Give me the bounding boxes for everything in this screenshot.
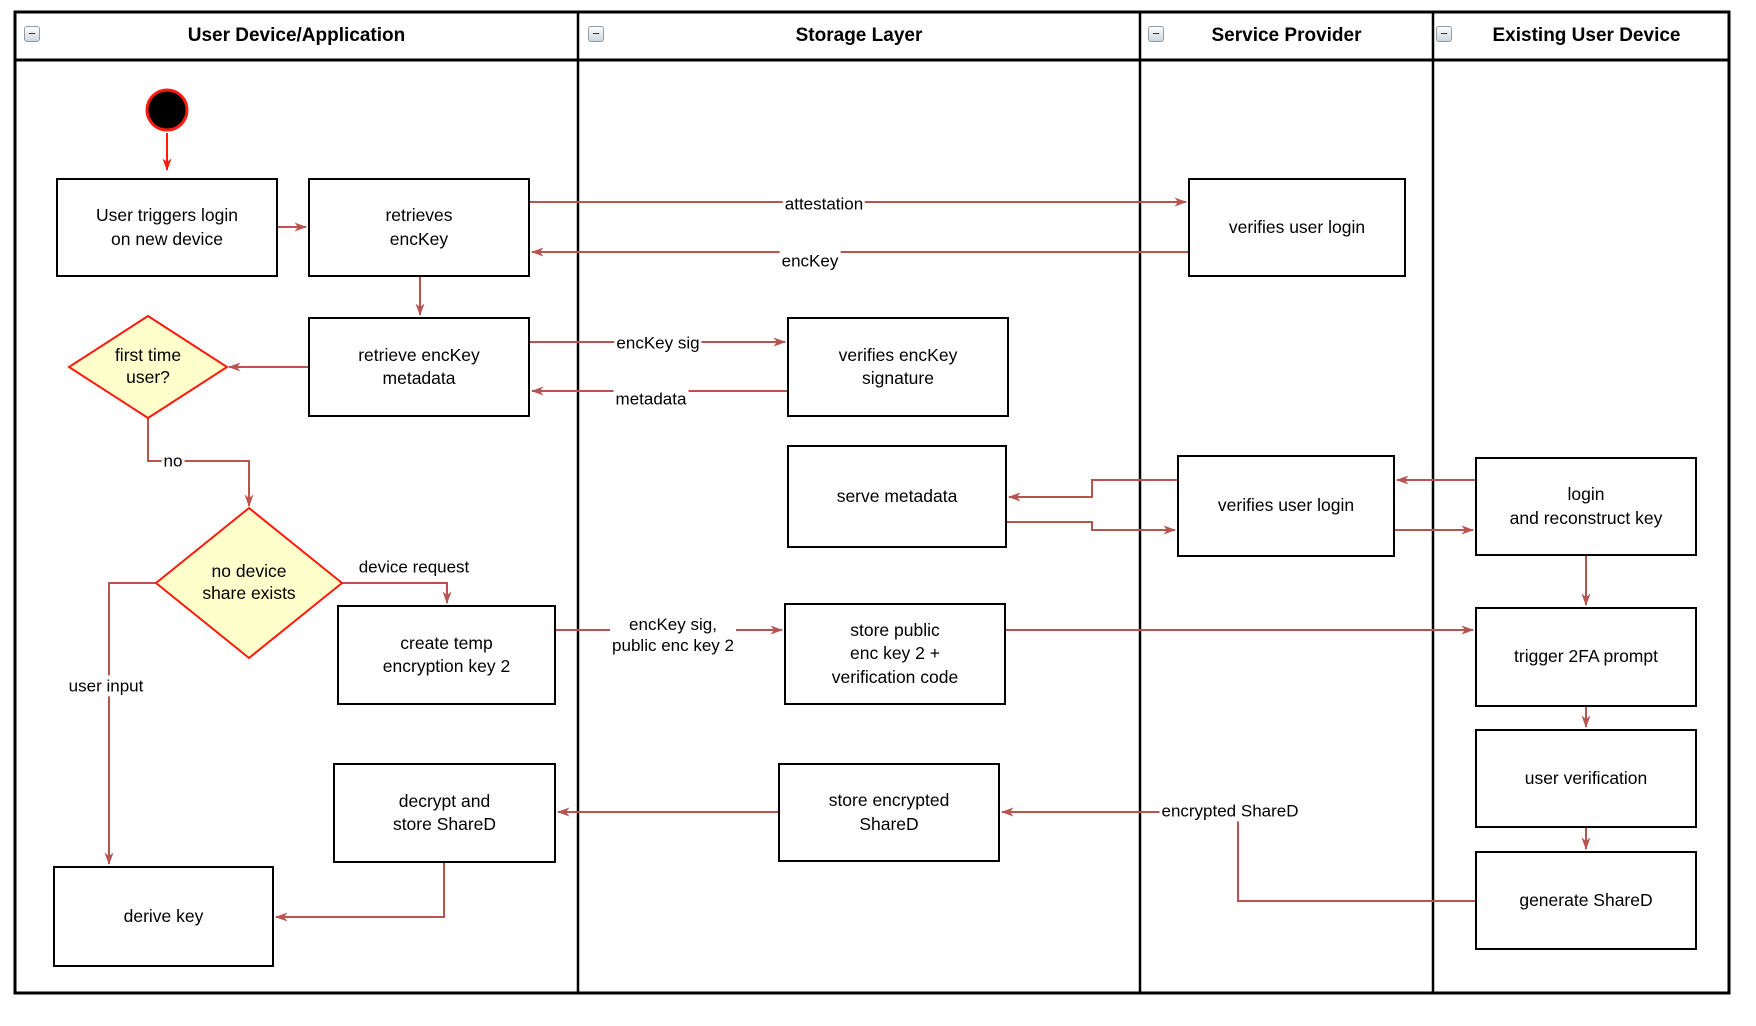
lane-title-storage-layer: Storage Layer <box>795 25 923 46</box>
decision-first-time-user <box>67 314 229 420</box>
swimlane-outer-frame <box>13 10 1731 995</box>
node-serve-metadata: serve metadata <box>787 445 1007 548</box>
node-verifies-enckey-signature: verifies encKey signature <box>787 317 1009 417</box>
lane-title-user-device-application: User Device/Application <box>187 25 406 46</box>
node-user-triggers-login: User triggers login on new device <box>56 178 278 277</box>
edge-label-encrypted-shared: encrypted ShareD <box>1159 800 1301 822</box>
node-verifies-user-login-top: verifies user login <box>1188 178 1406 277</box>
initial-node <box>145 88 189 132</box>
edge-encrypted-shared <box>1001 807 1475 902</box>
edge-label-enckey-sig: encKey sig <box>614 332 702 354</box>
edge-no-branch <box>147 418 254 507</box>
decision-label-no-device-share-exists: no device share exists <box>202 561 296 603</box>
node-derive-key: derive key <box>53 866 274 967</box>
lane-title-existing-user-device: Existing User Device <box>1492 25 1681 46</box>
decision-no-device-share-exists <box>154 506 344 660</box>
node-store-encrypted-shared: store encrypted ShareD <box>778 763 1000 862</box>
edge-label-device-request: device request <box>356 556 472 578</box>
edge-label-no: no <box>161 450 185 472</box>
node-trigger-2fa-prompt: trigger 2FA prompt <box>1475 607 1697 707</box>
edge-device-request <box>342 582 452 604</box>
edge-label-enckey: encKey <box>779 250 841 272</box>
node-user-verification: user verification <box>1475 729 1697 828</box>
decision-label-first-time-user: first time user? <box>114 345 182 387</box>
collapse-lane-storage-layer-button[interactable]: − <box>588 26 604 42</box>
edge-user-input <box>104 582 156 865</box>
edge-label-user-input: user input <box>66 675 146 697</box>
node-decrypt-and-store-shared: decrypt and store ShareD <box>333 763 556 863</box>
node-generate-shared: generate ShareD <box>1475 851 1697 950</box>
node-create-temp-encryption-key-2: create temp encryption key 2 <box>337 605 556 705</box>
collapse-lane-service-provider-button[interactable]: − <box>1148 26 1164 42</box>
node-retrieve-enckey-metadata: retrieve encKey metadata <box>308 317 530 417</box>
node-store-public-enc-key-2: store public enc key 2 + verification co… <box>784 603 1006 705</box>
edge-verifies-login-to-serve-metadata <box>1008 479 1177 502</box>
collapse-lane-existing-user-device-button[interactable]: − <box>1436 26 1452 42</box>
edge-label-enckey-sig-public-enc-key-2: encKey sig, public enc key 2 <box>610 613 736 657</box>
node-verifies-user-login-middle: verifies user login <box>1177 455 1395 557</box>
node-retrieves-enckey: retrieves encKey <box>308 178 530 277</box>
edge-serve-metadata-to-verifies-login <box>1007 521 1176 535</box>
edge-decrypt-to-derive-key <box>275 863 445 922</box>
lane-title-service-provider: Service Provider <box>1211 25 1362 46</box>
collapse-lane-user-device-button[interactable]: − <box>24 26 40 42</box>
edge-label-attestation: attestation <box>782 193 866 215</box>
edge-label-metadata: metadata <box>613 388 689 410</box>
node-login-and-reconstruct-key: login and reconstruct key <box>1475 457 1697 556</box>
